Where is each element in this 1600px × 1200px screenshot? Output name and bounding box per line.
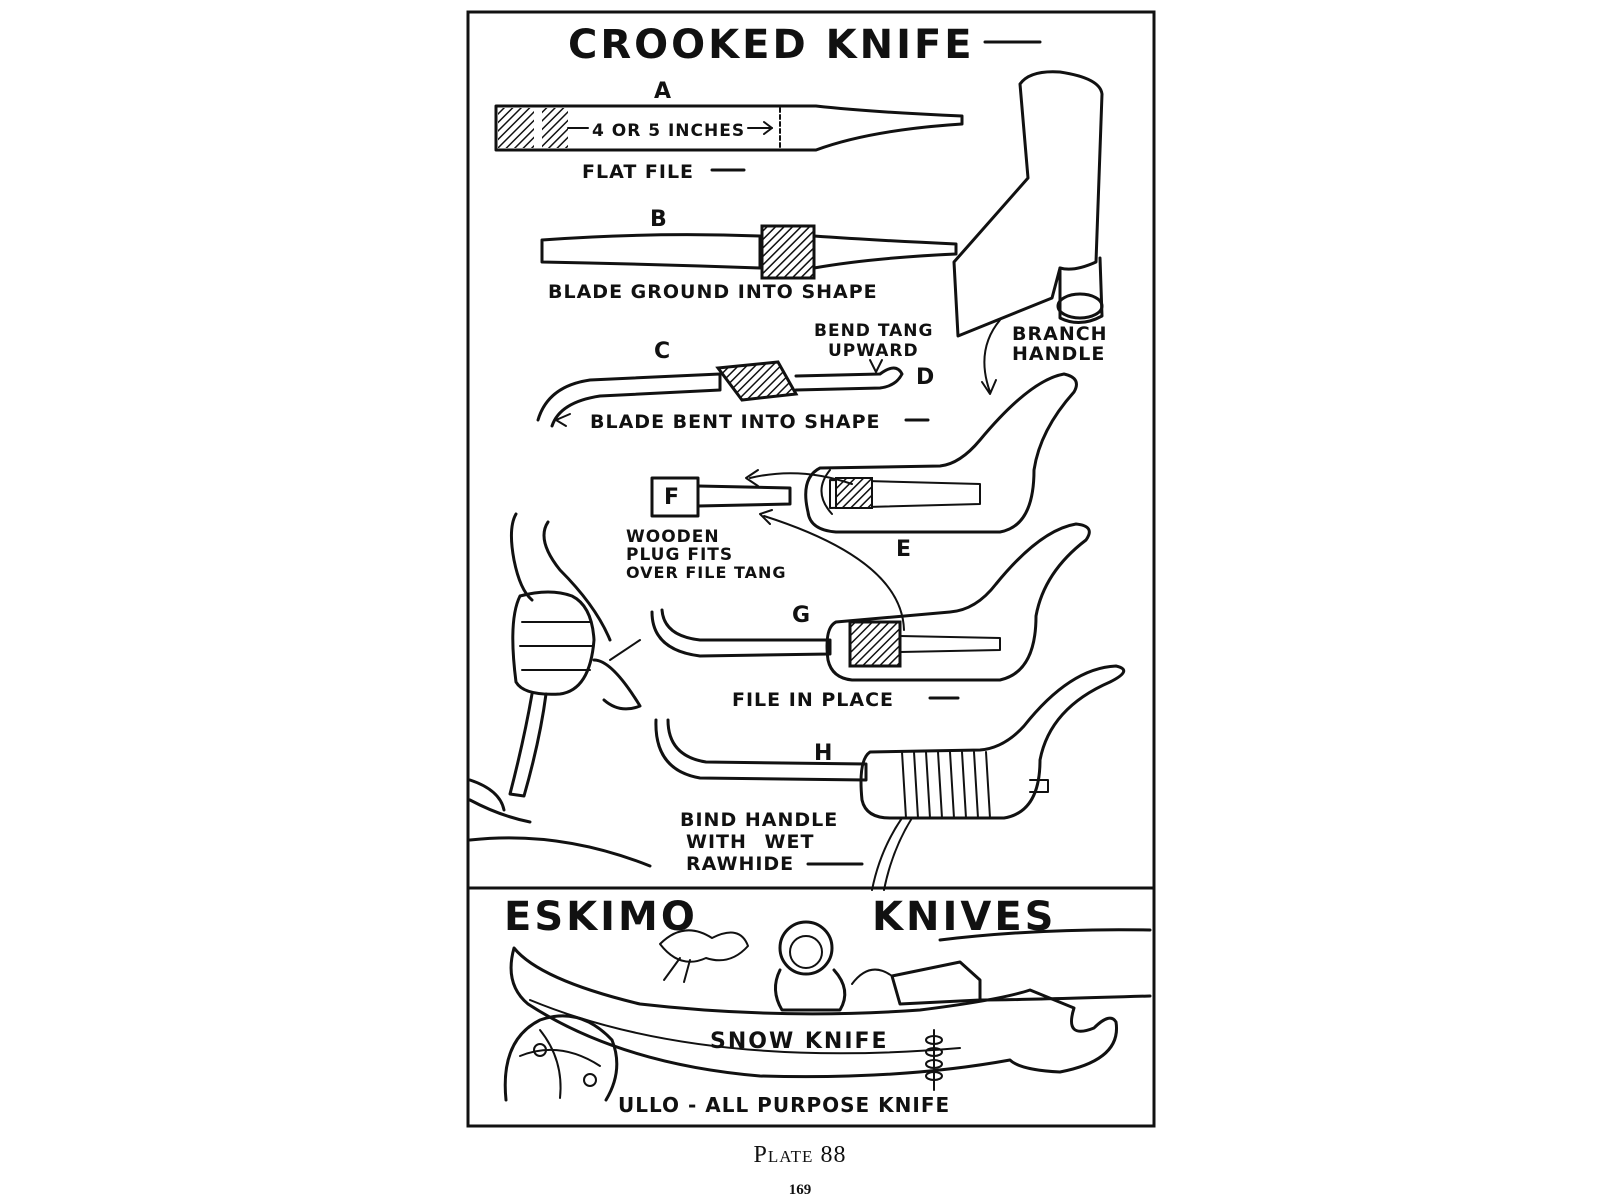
plate-title: Crooked Knife — [568, 22, 975, 68]
handle-e-drawing — [804, 372, 1078, 534]
label-four-or-five-inches: 4 or 5 inches — [592, 121, 745, 141]
label-flat-file: Flat file — [582, 161, 694, 183]
blade-c-drawing — [536, 359, 904, 428]
label-bend-tang: Bend tang — [814, 321, 933, 341]
label-blade-bent: Blade bent into shape — [590, 411, 881, 433]
branch-handle-drawing — [952, 70, 1104, 395]
label-upward: upward — [828, 341, 919, 361]
plate-caption: Plate 88 — [753, 1142, 847, 1168]
knife-g-drawing — [650, 509, 1091, 682]
hand-holding-knife-drawing — [468, 512, 652, 868]
label-over-file-tang: over file tang — [626, 563, 787, 582]
label-snow-knife: Snow knife — [710, 1029, 889, 1054]
label-letter-f: F — [664, 485, 679, 510]
label-letter-g: G — [792, 603, 810, 628]
label-bind-handle: Bind handle — [680, 809, 838, 831]
label-file-in-place: File in place — [732, 689, 894, 711]
label-letter-e: E — [896, 537, 911, 562]
label-rawhide: rawhide — [686, 853, 794, 875]
knife-h-drawing — [654, 664, 1126, 891]
label-letter-c: C — [654, 339, 670, 364]
label-letter-h: H — [814, 741, 832, 766]
bird-figure-drawing — [659, 929, 749, 983]
label-handle: handle — [1012, 343, 1105, 365]
plug-f-drawing — [650, 469, 853, 518]
blade-b-drawing — [540, 224, 958, 280]
label-branch: Branch — [1012, 323, 1108, 345]
eskimo-figure-drawing — [774, 920, 1152, 1012]
plate-frame — [466, 10, 1156, 1128]
page-number: 169 — [788, 1182, 812, 1198]
label-wooden: Wooden — [626, 527, 720, 547]
label-letter-d: D — [916, 365, 934, 390]
blade-bent-arrow — [555, 413, 571, 427]
label-blade-ground: Blade ground into shape — [548, 281, 878, 303]
label-letter-b: B — [650, 207, 667, 232]
label-letter-a: A — [654, 79, 671, 104]
section-title-eskimo: Eskimo — [504, 894, 698, 940]
file-a-drawing — [494, 104, 964, 152]
snow-knife-drawing — [509, 946, 1119, 1091]
ullo-knife-drawing — [503, 1014, 619, 1102]
label-ullo: Ullo - all purpose knife — [618, 1093, 950, 1117]
label-with-wet: with wet — [686, 831, 814, 853]
label-plug-fits: plug fits — [626, 545, 733, 565]
